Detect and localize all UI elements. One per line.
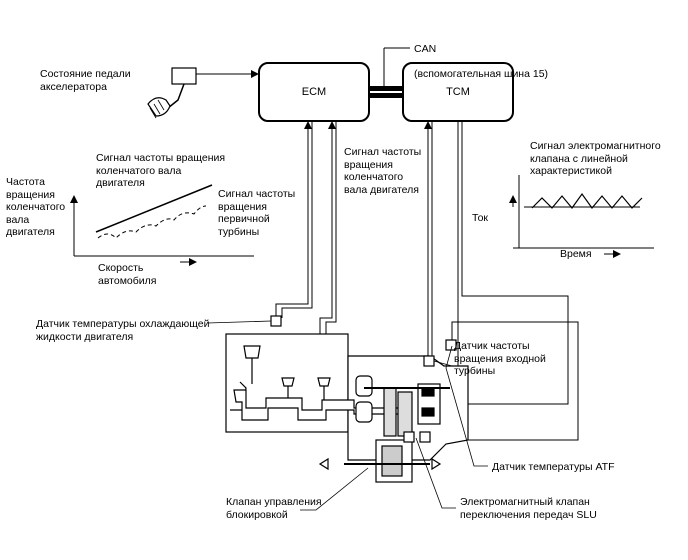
can-label-line1: CAN — [414, 42, 437, 55]
leader-lines — [207, 320, 488, 511]
tcm-module: TCM — [402, 62, 514, 122]
coolant-sensor-label: Датчик температуры охлаждающей жидкости … — [36, 318, 210, 343]
solenoid-signal-label: Сигнал электромагнитного клапана с линей… — [530, 140, 661, 177]
crank-speed-axis-label: Частота вращения коленчатого вала двигат… — [6, 176, 66, 238]
pedal-label: Состояние педали акселератора — [40, 68, 131, 93]
solenoid-chart — [509, 175, 654, 258]
atf-sensor-label: Датчик температуры ATF — [492, 461, 615, 473]
vehicle-speed-axis-label: Скорость автомобиля — [98, 262, 157, 287]
input-turbine-sensor-label: Датчик частоты вращения входной турбины — [454, 340, 546, 377]
turbine-signal-label: Сигнал частоты вращения первичной турбин… — [218, 188, 296, 238]
can-label: CAN (вспомогательная шина 15) — [414, 30, 548, 93]
can-bus — [368, 47, 410, 98]
crank-signal-to-ecm-label: Сигнал частоты вращения коленчатого вала… — [344, 146, 422, 196]
tcm-label: TCM — [446, 86, 470, 98]
lockup-valve-label: Клапан управления блокировкой — [226, 496, 322, 521]
ecm-label: ECM — [301, 86, 327, 98]
ecm-module: ECM — [258, 62, 370, 122]
rpm-chart — [70, 184, 254, 266]
transmission-engine-assembly — [225, 315, 469, 483]
time-axis-label: Время — [560, 248, 592, 260]
accelerator-pedal-icon — [147, 67, 197, 119]
slu-solenoid-label: Электромагнитный клапан переключения пер… — [460, 496, 597, 521]
rpm-signal-chart-title: Сигнал частоты вращения коленчатого вала… — [96, 152, 226, 189]
can-label-line2: (вспомогательная шина 15) — [414, 67, 549, 80]
current-label: Ток — [472, 212, 489, 224]
